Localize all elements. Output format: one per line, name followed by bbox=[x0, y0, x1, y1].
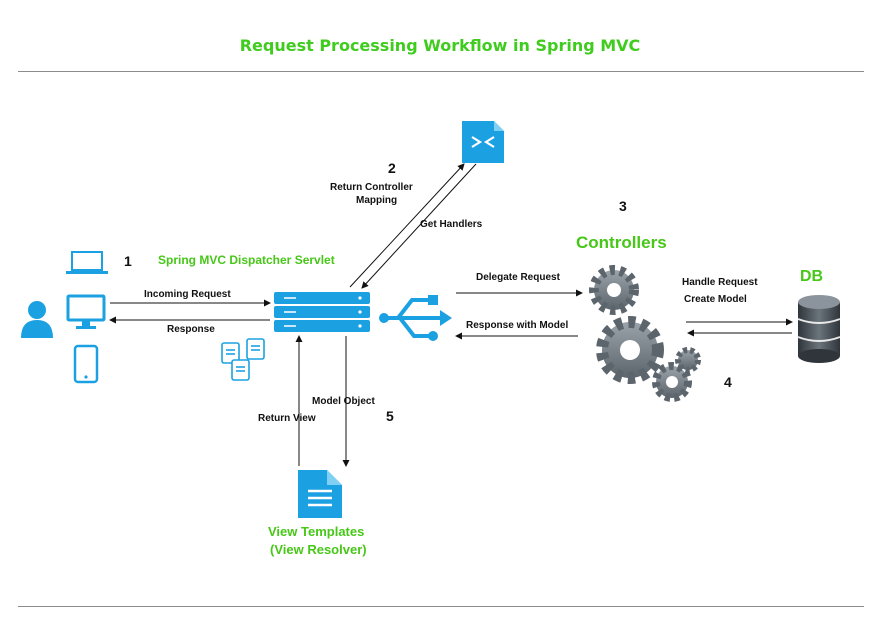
return-view-label: Return View bbox=[258, 413, 316, 424]
documents-icon bbox=[221, 338, 265, 381]
user-icon bbox=[21, 301, 53, 338]
server-stack-icon bbox=[274, 292, 370, 332]
response-with-model-label: Response with Model bbox=[466, 320, 569, 331]
database-icon bbox=[797, 295, 841, 363]
step-5: 5 bbox=[386, 408, 394, 424]
tablet-icon bbox=[73, 344, 99, 384]
dispatcher-servlet-label: Spring MVC Dispatcher Servlet bbox=[158, 253, 335, 267]
get-handlers-label: Get Handlers bbox=[420, 219, 483, 230]
step-4: 4 bbox=[724, 374, 732, 390]
page-title: Request Processing Workflow in Spring MV… bbox=[239, 36, 641, 55]
monitor-icon bbox=[66, 294, 106, 329]
mapping-label: Mapping bbox=[356, 195, 398, 206]
get-handlers-arrow bbox=[349, 163, 465, 288]
bottom-divider bbox=[18, 606, 864, 607]
handler-mapping-icon bbox=[462, 121, 504, 163]
incoming-request-label: Incoming Request bbox=[144, 289, 231, 300]
step-3: 3 bbox=[619, 198, 627, 214]
view-templates-label: View Templates bbox=[268, 524, 365, 539]
step-2: 2 bbox=[388, 160, 396, 176]
return-mapping-arrow bbox=[361, 163, 477, 289]
delegate-request-label: Delegate Request bbox=[476, 272, 560, 283]
handle-request-label: Handle Request bbox=[682, 277, 758, 288]
return-controller-label: Return Controller bbox=[330, 182, 413, 193]
db-label: DB bbox=[800, 268, 824, 285]
laptop-icon bbox=[66, 251, 108, 274]
create-model-label: Create Model bbox=[684, 294, 747, 305]
document-icon bbox=[298, 470, 342, 518]
controllers-label: Controllers bbox=[576, 233, 667, 252]
usb-fork-icon bbox=[379, 295, 452, 341]
gears-icon bbox=[589, 265, 701, 402]
view-resolver-label: (View Resolver) bbox=[270, 542, 367, 557]
top-divider bbox=[18, 71, 864, 72]
response-label: Response bbox=[167, 324, 215, 335]
model-object-label: Model Object bbox=[312, 396, 375, 407]
step-1: 1 bbox=[124, 253, 132, 269]
